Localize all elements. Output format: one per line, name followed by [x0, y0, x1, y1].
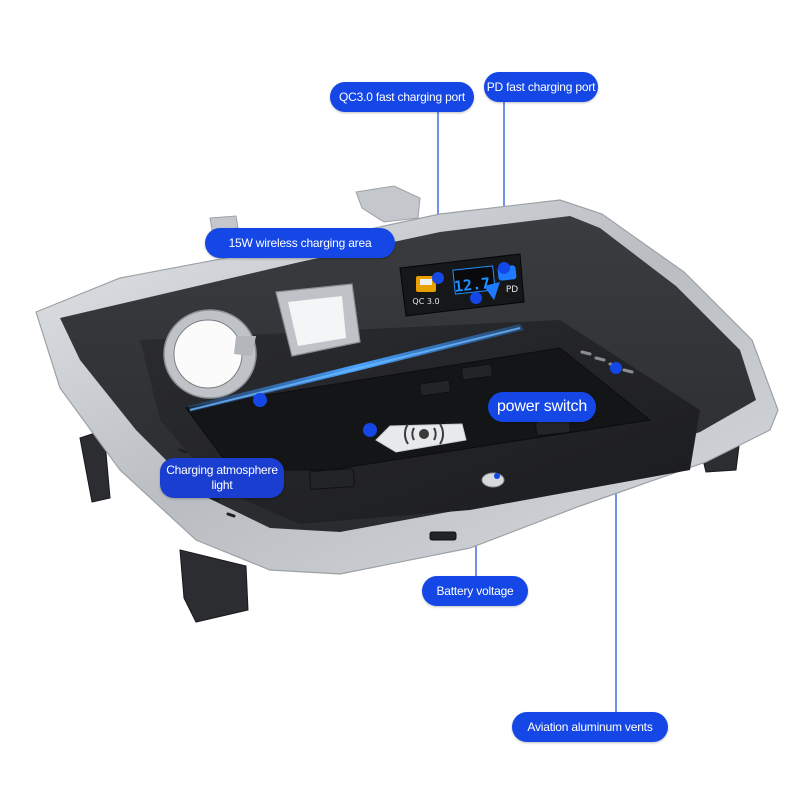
pad-ribs	[309, 363, 571, 541]
callout-power-switch: power switch	[488, 392, 596, 422]
mounting-clip-top	[355, 185, 421, 223]
callout-qc-port: QC3.0 fast charging port	[330, 82, 474, 112]
square-socket	[275, 283, 361, 357]
callout-pd-port: PD fast charging port	[484, 72, 598, 102]
callout-wireless-area: 15W wireless charging area	[205, 228, 395, 258]
voltage-display: 12.7	[453, 274, 491, 296]
callout-aluminum-vents: Aviation aluminum vents	[512, 712, 668, 742]
qc-port-label: QC 3.0	[412, 297, 439, 306]
round-socket	[163, 309, 257, 399]
wireless-charging-symbol-icon	[375, 423, 467, 453]
callout-markers	[253, 262, 622, 437]
ambient-light-highlight	[189, 327, 521, 411]
control-panel	[399, 253, 525, 317]
power-switch-button	[481, 472, 505, 488]
callout-atmosphere-light: Charging atmosphere light	[160, 458, 284, 498]
callout-battery-voltage: Battery voltage	[422, 576, 528, 606]
pd-port-label: PD	[506, 285, 518, 295]
